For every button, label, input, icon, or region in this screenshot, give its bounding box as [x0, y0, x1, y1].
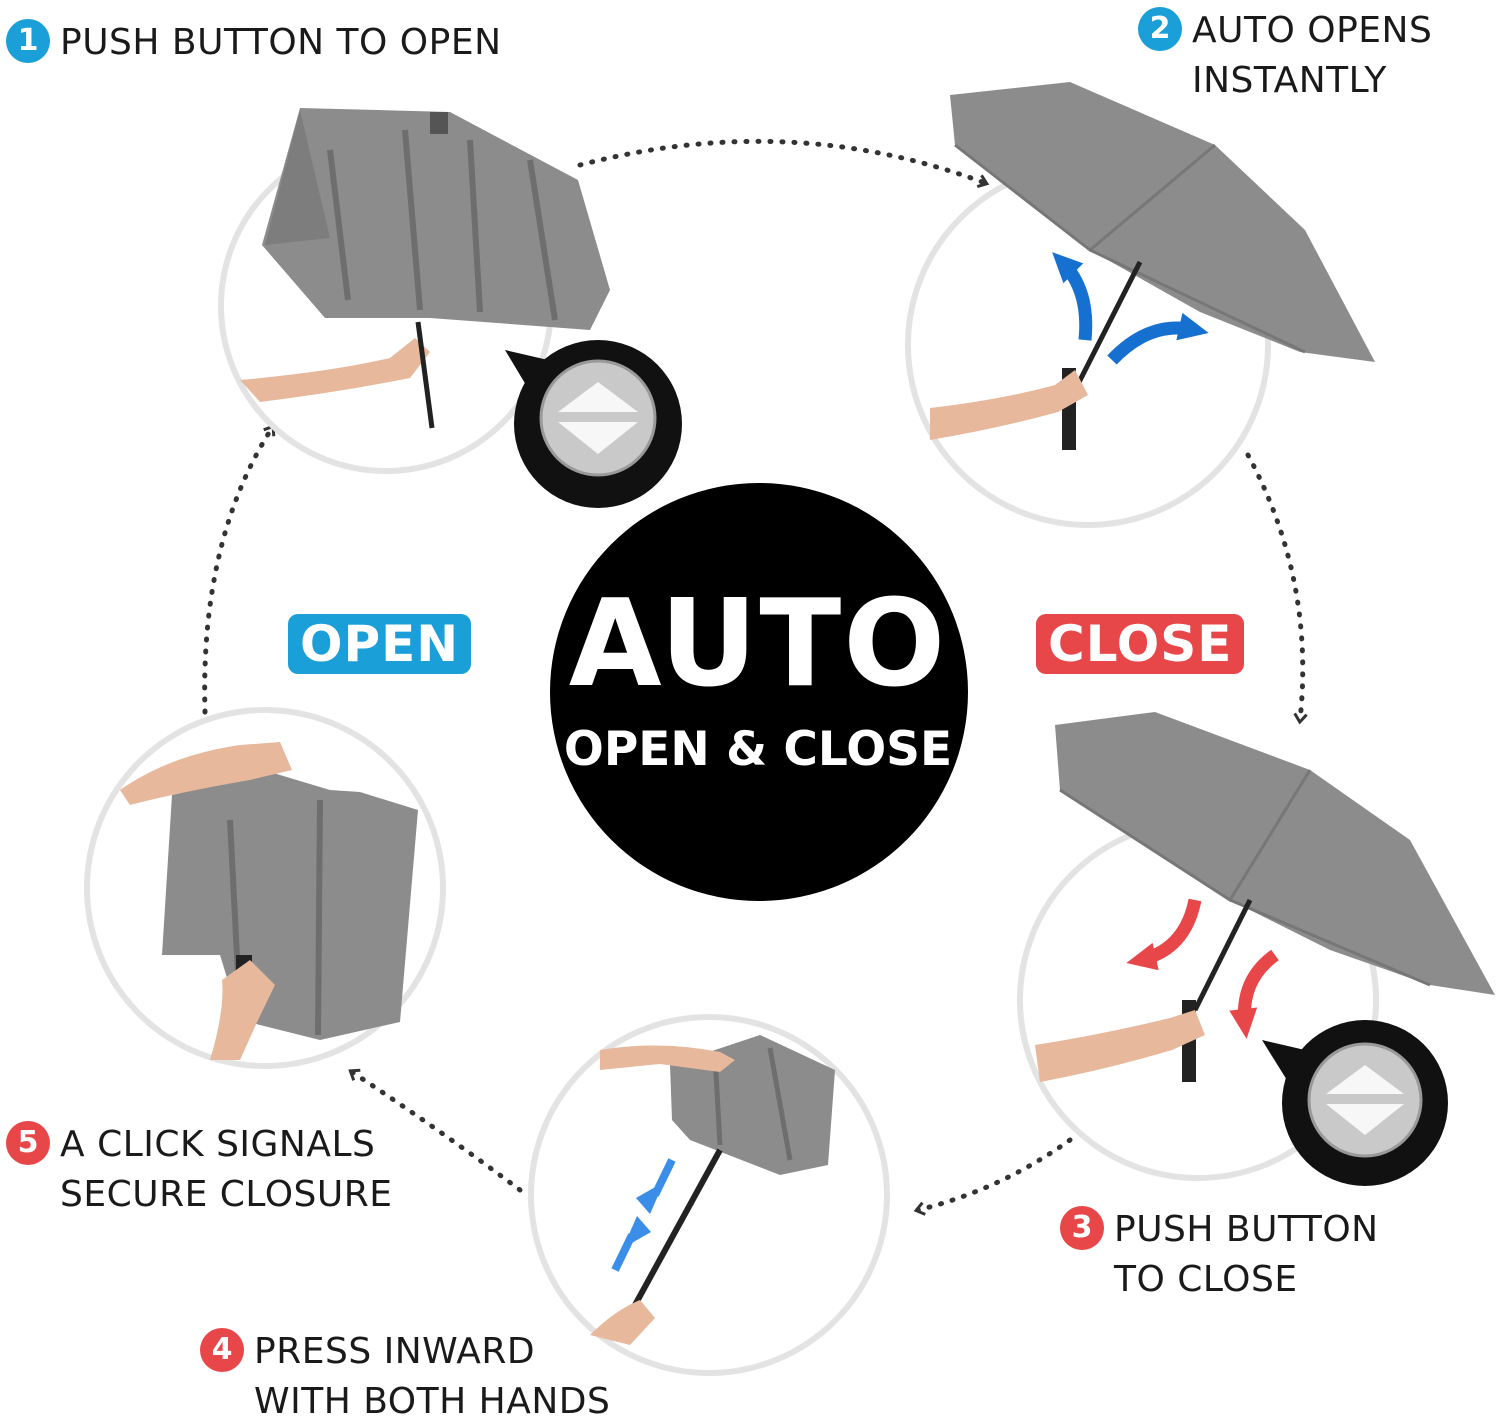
push-button-close — [1262, 1020, 1448, 1186]
dotted-arrow-icon — [202, 138, 1308, 1216]
center-subtitle: OPEN & CLOSE — [563, 722, 953, 777]
step-number: 5 — [6, 1121, 50, 1165]
step-4-caption: 4 PRESS INWARD WITH BOTH HANDS — [200, 1327, 610, 1427]
hand-icon — [590, 1045, 735, 1345]
step-number: 3 — [1060, 1206, 1104, 1250]
curved-arrow-icon — [1052, 252, 1209, 365]
step-1-line-1: PUSH BUTTON TO OPEN — [60, 22, 502, 63]
center-badge — [550, 483, 968, 901]
hand-icon — [1035, 1010, 1205, 1082]
step-4-line-2: WITH BOTH HANDS — [254, 1381, 611, 1422]
step-3-line-1: PUSH BUTTON — [1114, 1209, 1379, 1250]
step-1-caption: 1 PUSH BUTTON TO OPEN — [6, 18, 502, 68]
step-number: 4 — [200, 1328, 244, 1372]
step-5-caption: 5 A CLICK SIGNALS SECURE CLOSURE — [6, 1120, 393, 1220]
step-number: 1 — [6, 19, 50, 63]
open-label: OPEN — [288, 614, 472, 674]
step-3-caption: 3 PUSH BUTTON TO CLOSE — [1060, 1205, 1379, 1305]
step-2-line-1: AUTO OPENS — [1192, 10, 1433, 51]
step-5-line-1: A CLICK SIGNALS — [60, 1124, 376, 1165]
curved-arrow-icon — [1126, 898, 1279, 1039]
step-1-photo — [218, 108, 610, 474]
center-title: AUTO — [568, 575, 948, 714]
step-number: 2 — [1138, 7, 1182, 51]
hand-icon — [240, 338, 430, 402]
close-label: CLOSE — [1036, 614, 1245, 674]
step-2-photo — [905, 82, 1375, 528]
step-2-line-2: INSTANTLY — [1192, 60, 1387, 101]
step-4-line-1: PRESS INWARD — [254, 1331, 536, 1372]
hand-icon — [120, 742, 292, 1060]
hand-icon — [930, 370, 1088, 440]
step-2-caption: 2 AUTO OPENS INSTANTLY — [1138, 6, 1432, 106]
step-5-line-2: SECURE CLOSURE — [60, 1174, 393, 1215]
push-button-open — [505, 340, 682, 508]
step-3-line-2: TO CLOSE — [1114, 1259, 1298, 1300]
step-4-photo — [528, 1014, 890, 1376]
umbrella-icon — [262, 108, 610, 330]
umbrella-icon — [950, 82, 1375, 450]
step-5-photo — [84, 707, 446, 1069]
